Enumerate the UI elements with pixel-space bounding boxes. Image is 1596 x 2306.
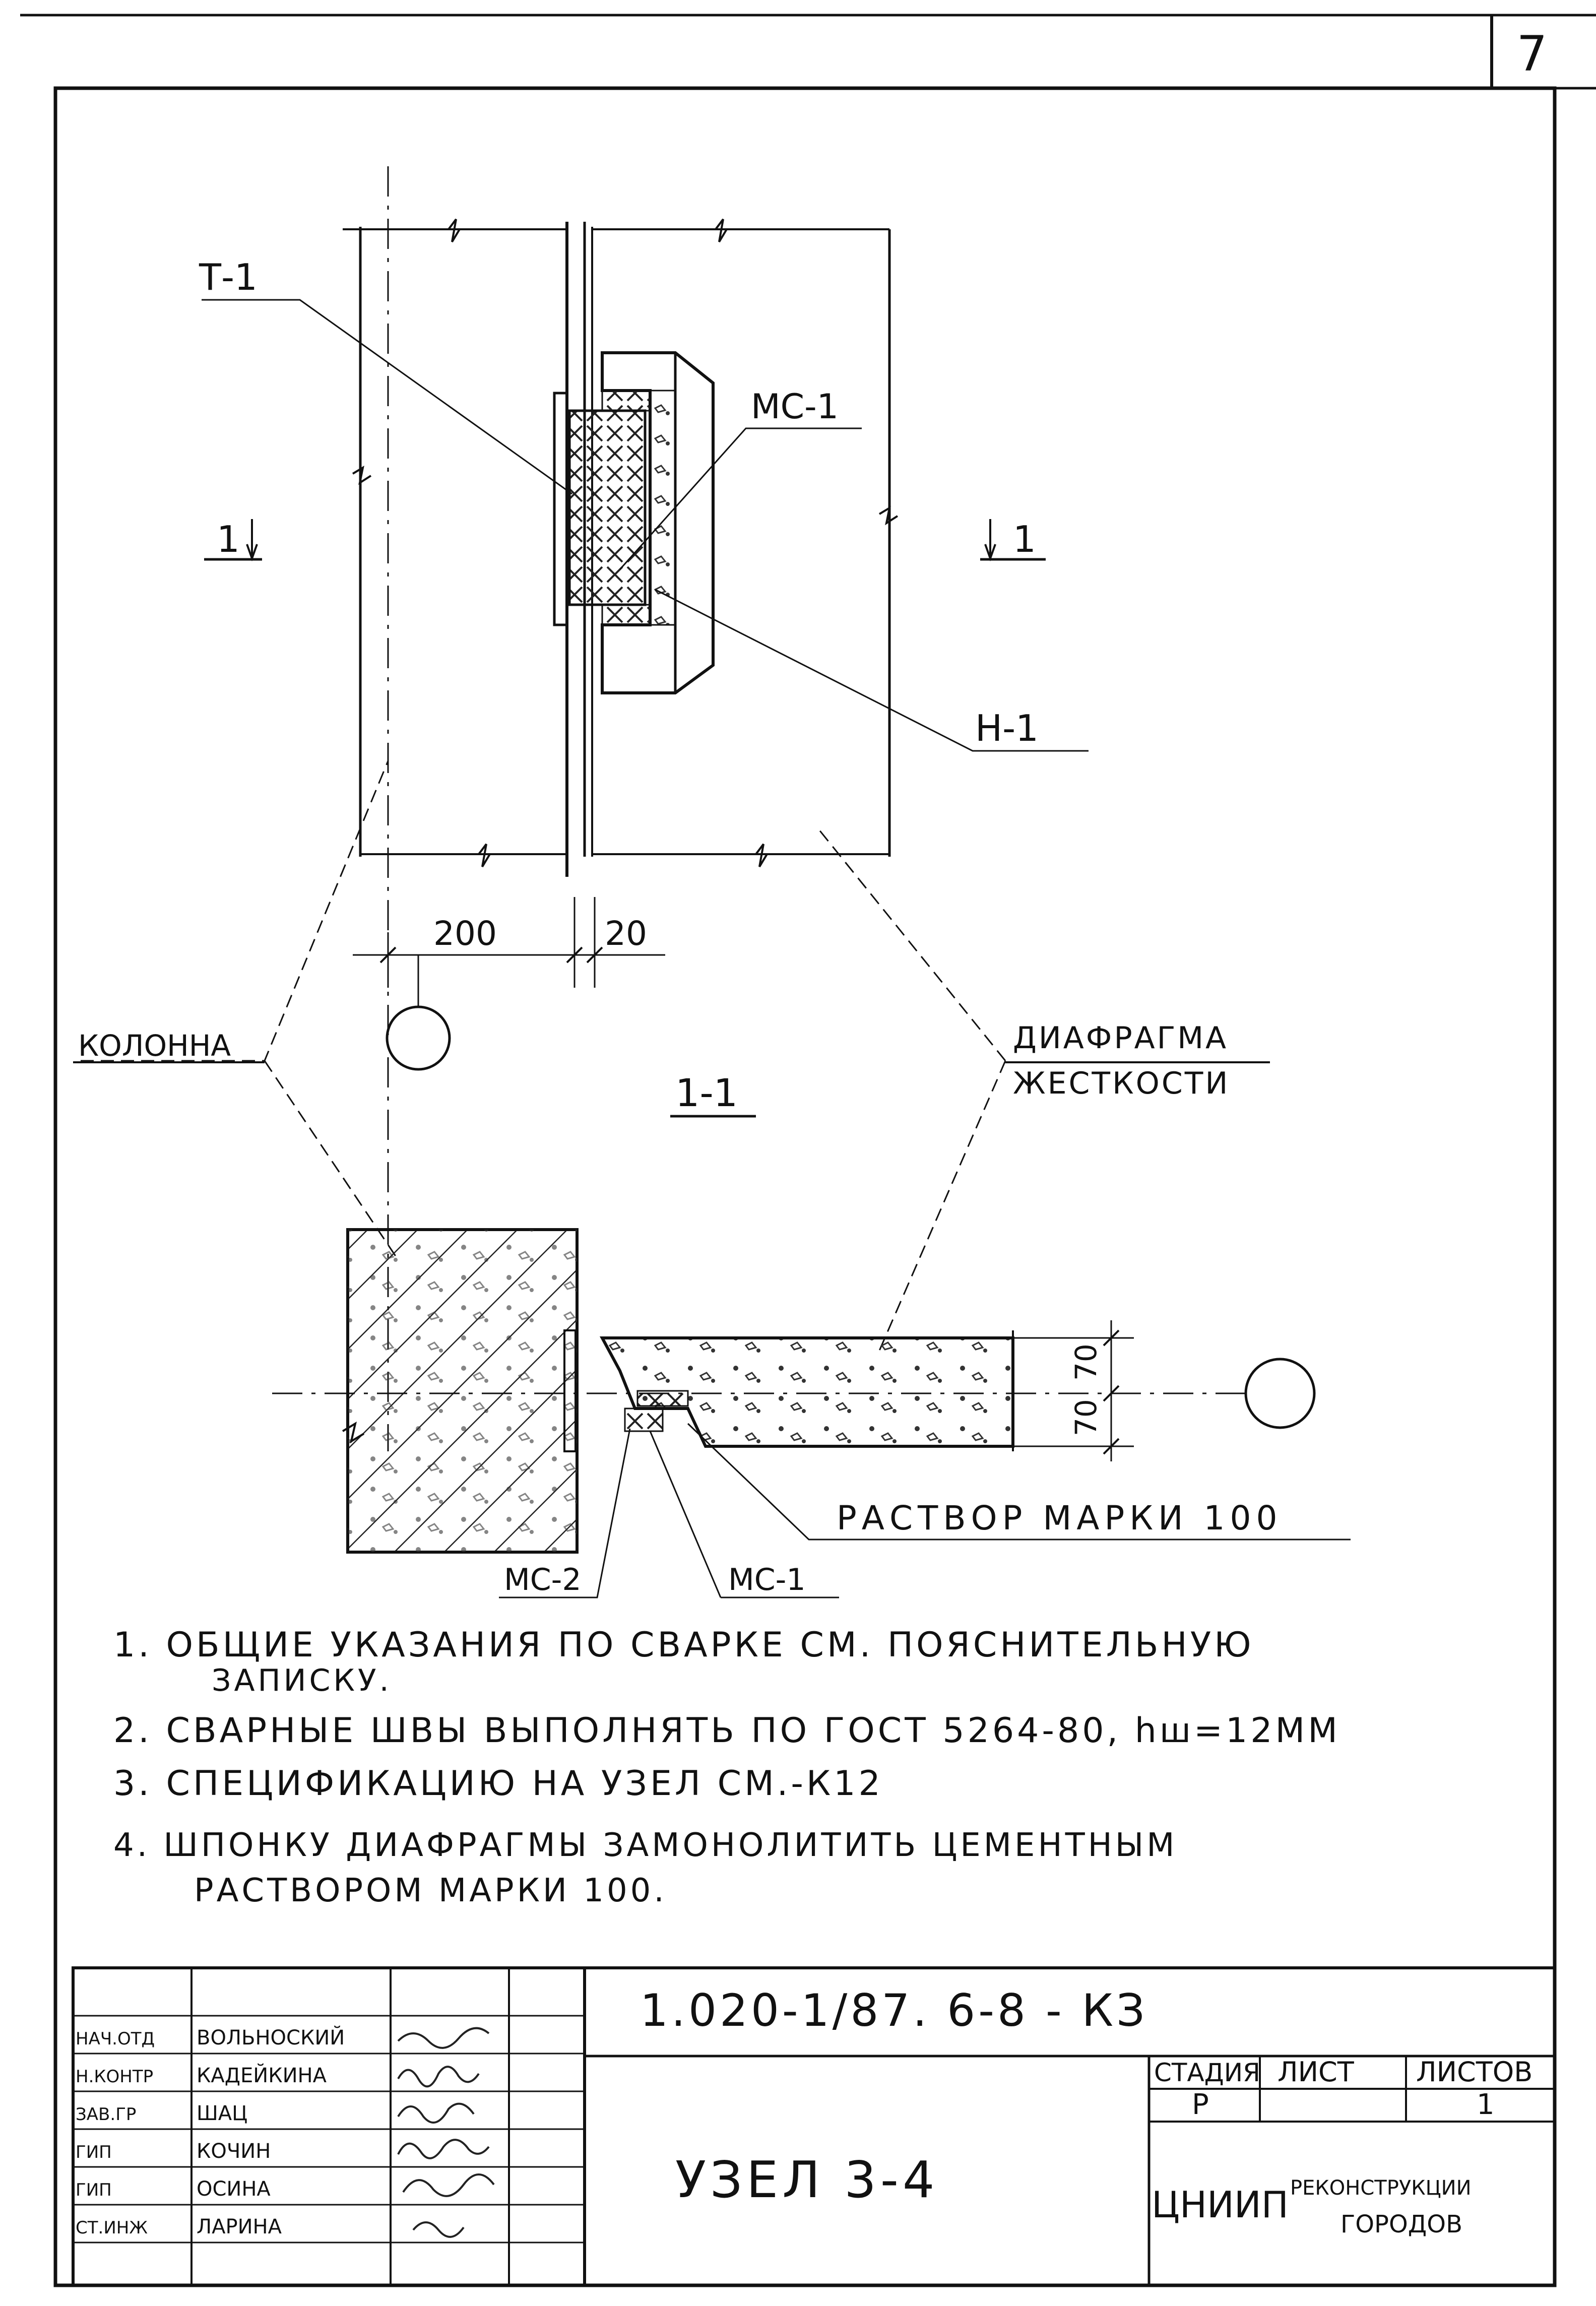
dim-column-width: 200	[433, 914, 497, 953]
sig-name-3: ШАЦ	[197, 2102, 247, 2125]
note-1: 1. ОБЩИЕ УКАЗАНИЯ ПО СВАРКЕ СМ. ПОЯСНИТЕ…	[113, 1625, 1254, 1665]
org-line-1: РЕКОНСТРУКЦИИ	[1290, 2176, 1472, 2200]
sig-name-2: КАДЕЙКИНА	[197, 2063, 327, 2087]
sheet-header: ЛИСТ	[1278, 2056, 1355, 2088]
dim-bottom-70: 70	[1069, 1399, 1103, 1436]
label-h1: Н-1	[975, 707, 1039, 749]
label-mc2: МС-2	[504, 1562, 582, 1597]
note-1-continued: ЗАПИСКУ.	[212, 1663, 392, 1698]
document-code: 1.020-1/87. 6-8 - КЗ	[640, 1984, 1148, 2036]
note-4-continued: РАСТВОРОМ МАРКИ 100.	[194, 1872, 667, 1909]
section-view	[272, 1228, 1351, 1598]
note-1-line-1: ОБЩИЕ УКАЗАНИЯ ПО СВАРКЕ СМ. ПОЯСНИТЕЛЬН…	[166, 1625, 1254, 1665]
note-4-line-1: ШПОНКУ ДИАФРАГМЫ ЗАМОНОЛИТИТЬ ЦЕМЕНТНЫМ	[163, 1827, 1178, 1864]
org-short: ЦНИИП	[1152, 2184, 1289, 2226]
note-2: 2. СВАРНЫЕ ШВЫ ВЫПОЛНЯТЬ ПО ГОСТ 5264-80…	[113, 1711, 1340, 1751]
label-mc1-section: МС-1	[728, 1562, 806, 1597]
dim-gap-width: 20	[605, 914, 647, 953]
callout-column: КОЛОННА	[78, 1029, 231, 1063]
callout-leaders	[81, 760, 1006, 1351]
org-line-2: ГОРОДОВ	[1340, 2210, 1462, 2238]
sig-role-2: Н.КОНТР	[76, 2067, 153, 2087]
label-t1: Т-1	[199, 256, 258, 298]
sig-role-3: ЗАВ.ГР	[76, 2104, 136, 2125]
section-title: 1-1	[675, 1070, 738, 1115]
embedded-plate-t1	[553, 392, 568, 626]
note-4-line-2: РАСТВОРОМ МАРКИ 100.	[194, 1872, 667, 1909]
sig-name-4: КОЧИН	[197, 2140, 271, 2163]
sig-role-1: НАЧ.ОТД	[76, 2029, 155, 2049]
stage-header: СТАДИЯ	[1154, 2058, 1260, 2087]
sig-role-6: СТ.ИНЖ	[76, 2218, 148, 2238]
insert-mc1	[568, 409, 647, 606]
note-1-number: 1.	[113, 1625, 152, 1665]
signature-scribbles	[397, 2027, 495, 2238]
note-2-line-1: СВАРНЫЕ ШВЫ ВЫПОЛНЯТЬ ПО ГОСТ 5264-80, h…	[166, 1711, 1340, 1751]
axis-bubble-right	[1244, 1358, 1316, 1429]
sig-role-4: ГИП	[76, 2142, 112, 2162]
sig-name-1: ВОЛЬНОСКИЙ	[197, 2025, 345, 2049]
sig-name-6: ЛАРИНА	[197, 2215, 282, 2238]
section-mark-right: 1	[1013, 518, 1036, 560]
elevation-view	[202, 166, 1089, 1451]
note-3: 3. СПЕЦИФИКАЦИЮ НА УЗЕЛ СМ.-К12	[113, 1764, 883, 1804]
sheet-number: 7	[1516, 26, 1547, 82]
axis-bubble-upper	[386, 1005, 451, 1071]
section-mark-left: 1	[217, 518, 240, 560]
sheets-header: ЛИСТОВ	[1416, 2056, 1533, 2088]
stage-value: Р	[1192, 2088, 1209, 2121]
label-mc1: МС-1	[751, 387, 839, 427]
sig-role-5: ГИП	[76, 2180, 112, 2200]
dim-top-70: 70	[1069, 1343, 1103, 1381]
callout-diaphragm-1: ДИАФРАГМА	[1013, 1020, 1228, 1056]
note-2-number: 2.	[113, 1711, 152, 1751]
sheets-value: 1	[1477, 2088, 1495, 2121]
note-4: 4. ШПОНКУ ДИАФРАГМЫ ЗАМОНОЛИТИТЬ ЦЕМЕНТН…	[113, 1827, 1177, 1864]
label-mortar: РАСТВОР МАРКИ 100	[837, 1499, 1282, 1538]
drawing-title: УЗЕЛ 3-4	[675, 2150, 939, 2209]
note-3-line-1: СПЕЦИФИКАЦИЮ НА УЗЕЛ СМ.-К12	[166, 1764, 883, 1804]
note-4-number: 4.	[113, 1827, 151, 1864]
top-strip	[20, 14, 1596, 90]
title-block	[72, 1966, 1556, 2287]
callout-diaphragm-2: ЖЕСТКОСТИ	[1013, 1066, 1230, 1101]
note-3-number: 3.	[113, 1764, 152, 1804]
sig-name-5: ОСИНА	[197, 2177, 271, 2201]
note-1-line-2: ЗАПИСКУ.	[212, 1663, 392, 1698]
